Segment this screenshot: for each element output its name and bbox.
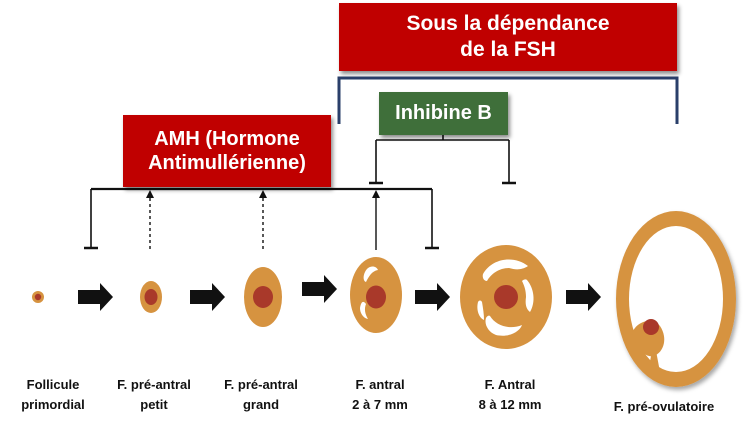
stage-label-line2: 2 à 7 mm (352, 397, 408, 413)
stage-label-line1: F. pré-antral (117, 377, 191, 392)
progression-arrow (566, 283, 601, 311)
stage-label-antral-small: F. antral 2 à 7 mm (330, 375, 430, 415)
fsh-box-line1: Sous la dépendance (406, 12, 610, 36)
inhibine-bracket (369, 135, 516, 185)
progression-arrows (78, 275, 601, 311)
inhibine-box-label: Inhibine B (395, 102, 492, 125)
stage-label-line1: F. antral (355, 377, 405, 392)
stage-label-line2: primordial (21, 397, 85, 413)
stage-label-line1: F. pré-antral (224, 377, 298, 392)
fsh-box-line2: de la FSH (460, 38, 556, 61)
stage-label-line2: petit (140, 397, 168, 413)
stimulation-arrowheads (146, 190, 380, 198)
fsh-bracket (337, 76, 679, 124)
stage-label-line2: 8 à 12 mm (478, 397, 542, 413)
stage-label-preovulatory: F. pré-ovulatoire (598, 397, 730, 417)
follicle-primordial (32, 291, 44, 303)
stage-label-primordial: Follicule primordial (8, 375, 98, 415)
stage-label-line1: F. pré-ovulatoire (613, 399, 715, 414)
amh-box-line1: AMH (Hormone (154, 127, 300, 150)
inhibine-box: Inhibine B (379, 92, 508, 135)
amh-box: AMH (Hormone Antimullérienne) (123, 115, 331, 187)
amh-bracket (84, 187, 439, 250)
follicle-antral-small (350, 257, 402, 333)
stage-label-antral-large: F. Antral 8 à 12 mm (458, 375, 562, 415)
follicle-preantral-small (140, 281, 162, 313)
follicle-preantral-large (244, 267, 282, 327)
progression-arrow (302, 275, 337, 303)
follicle-antral-large (460, 245, 552, 349)
stage-label-line1: F. Antral (484, 377, 536, 392)
progression-arrow (415, 283, 450, 311)
stage-label-preantral-large: F. pré-antral grand (206, 375, 316, 415)
stage-label-line1: Follicule (26, 377, 80, 392)
progression-arrow (78, 283, 113, 311)
stage-label-line2: grand (242, 397, 280, 413)
stage-label-preantral-small: F. pré-antral petit (100, 375, 208, 415)
amh-box-line2: Antimullérienne) (148, 152, 306, 174)
progression-arrow (190, 283, 225, 311)
fsh-box: Sous la dépendance de la FSH (339, 3, 677, 71)
follicle-preovulatory (616, 211, 736, 387)
